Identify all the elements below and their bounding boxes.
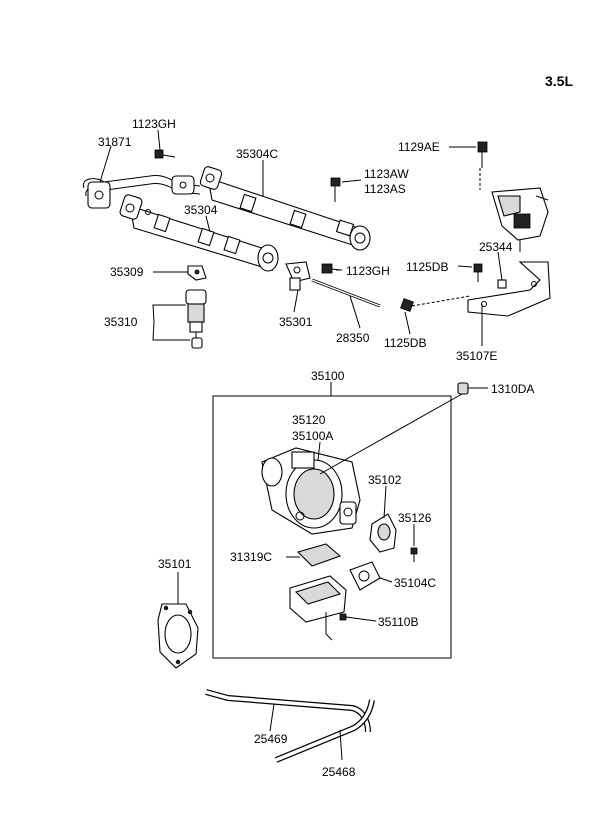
assembly-box-35100	[212, 395, 452, 659]
label-35102: 35102	[368, 473, 402, 487]
screw-35126	[410, 547, 418, 562]
hose-25468	[274, 699, 375, 763]
label-31871: 31871	[98, 135, 132, 149]
fuel-pipe-31871	[82, 175, 201, 209]
engine-size-label: 3.5L	[545, 73, 573, 89]
label-25468: 25468	[322, 765, 356, 779]
label-1123GH-mid: 1123GH	[346, 264, 390, 278]
pipe-flange-right	[171, 175, 195, 195]
label-35304: 35304	[184, 203, 218, 217]
pressure-regulator-35301	[285, 261, 311, 291]
label-35101: 35101	[158, 557, 192, 571]
throttle-body-35120	[261, 447, 361, 535]
tps-sensor-35102	[369, 513, 397, 553]
bolt-1125DB-top	[473, 263, 483, 282]
label-1125DB-top: 1125DB	[406, 260, 448, 274]
clip-35309	[187, 265, 207, 281]
bolt-1123GH-top	[154, 149, 176, 159]
label-35100: 35100	[311, 369, 345, 383]
pipe-flange-left	[87, 181, 111, 209]
injector-35310	[185, 289, 207, 349]
label-35310: 35310	[104, 315, 138, 329]
label-1129AE: 1129AE	[398, 140, 440, 154]
fuel-hose-28350	[311, 278, 381, 308]
label-28350: 28350	[336, 331, 370, 345]
idle-valve-35104C	[349, 561, 381, 591]
label-25344: 25344	[479, 240, 513, 254]
bracket-35107E	[467, 261, 551, 317]
label-35110B: 35110B	[378, 615, 418, 629]
fuel-rail-35304	[119, 194, 279, 272]
label-35120: 35120	[292, 413, 326, 427]
base-plate-35110B	[289, 575, 347, 641]
bolt-1123GH-mid	[321, 263, 341, 274]
label-35107E: 35107E	[456, 349, 497, 363]
bolt-1125DB-bottom	[400, 295, 471, 312]
grommet-25344	[497, 279, 507, 289]
hose-25469	[205, 689, 371, 733]
label-1310DA: 1310DA	[491, 382, 534, 396]
label-1123GH-top: 1123GH	[132, 117, 176, 131]
label-35104C: 35104C	[394, 576, 436, 590]
bolt-1123AW	[330, 177, 341, 202]
gasket-35101	[157, 603, 199, 669]
fuel-rail-35304C	[199, 166, 371, 251]
gasket-31319C	[296, 543, 342, 567]
cap-1310DA	[457, 382, 469, 395]
label-35309: 35309	[110, 265, 144, 279]
label-1123AW: 1123AW	[364, 167, 409, 181]
label-35301: 35301	[279, 315, 313, 329]
leader-lines	[99, 129, 503, 761]
label-35100A: 35100A	[292, 429, 333, 443]
label-25469: 25469	[254, 732, 288, 746]
sensor-bracket-assembly	[491, 187, 549, 252]
label-31319C: 31319C	[230, 550, 272, 564]
label-1123AS: 1123AS	[364, 182, 406, 196]
bolt-1129AE	[477, 141, 488, 168]
label-1125DB-bottom: 1125DB	[384, 336, 426, 350]
label-35126: 35126	[398, 511, 432, 525]
label-35304C: 35304C	[236, 147, 278, 161]
